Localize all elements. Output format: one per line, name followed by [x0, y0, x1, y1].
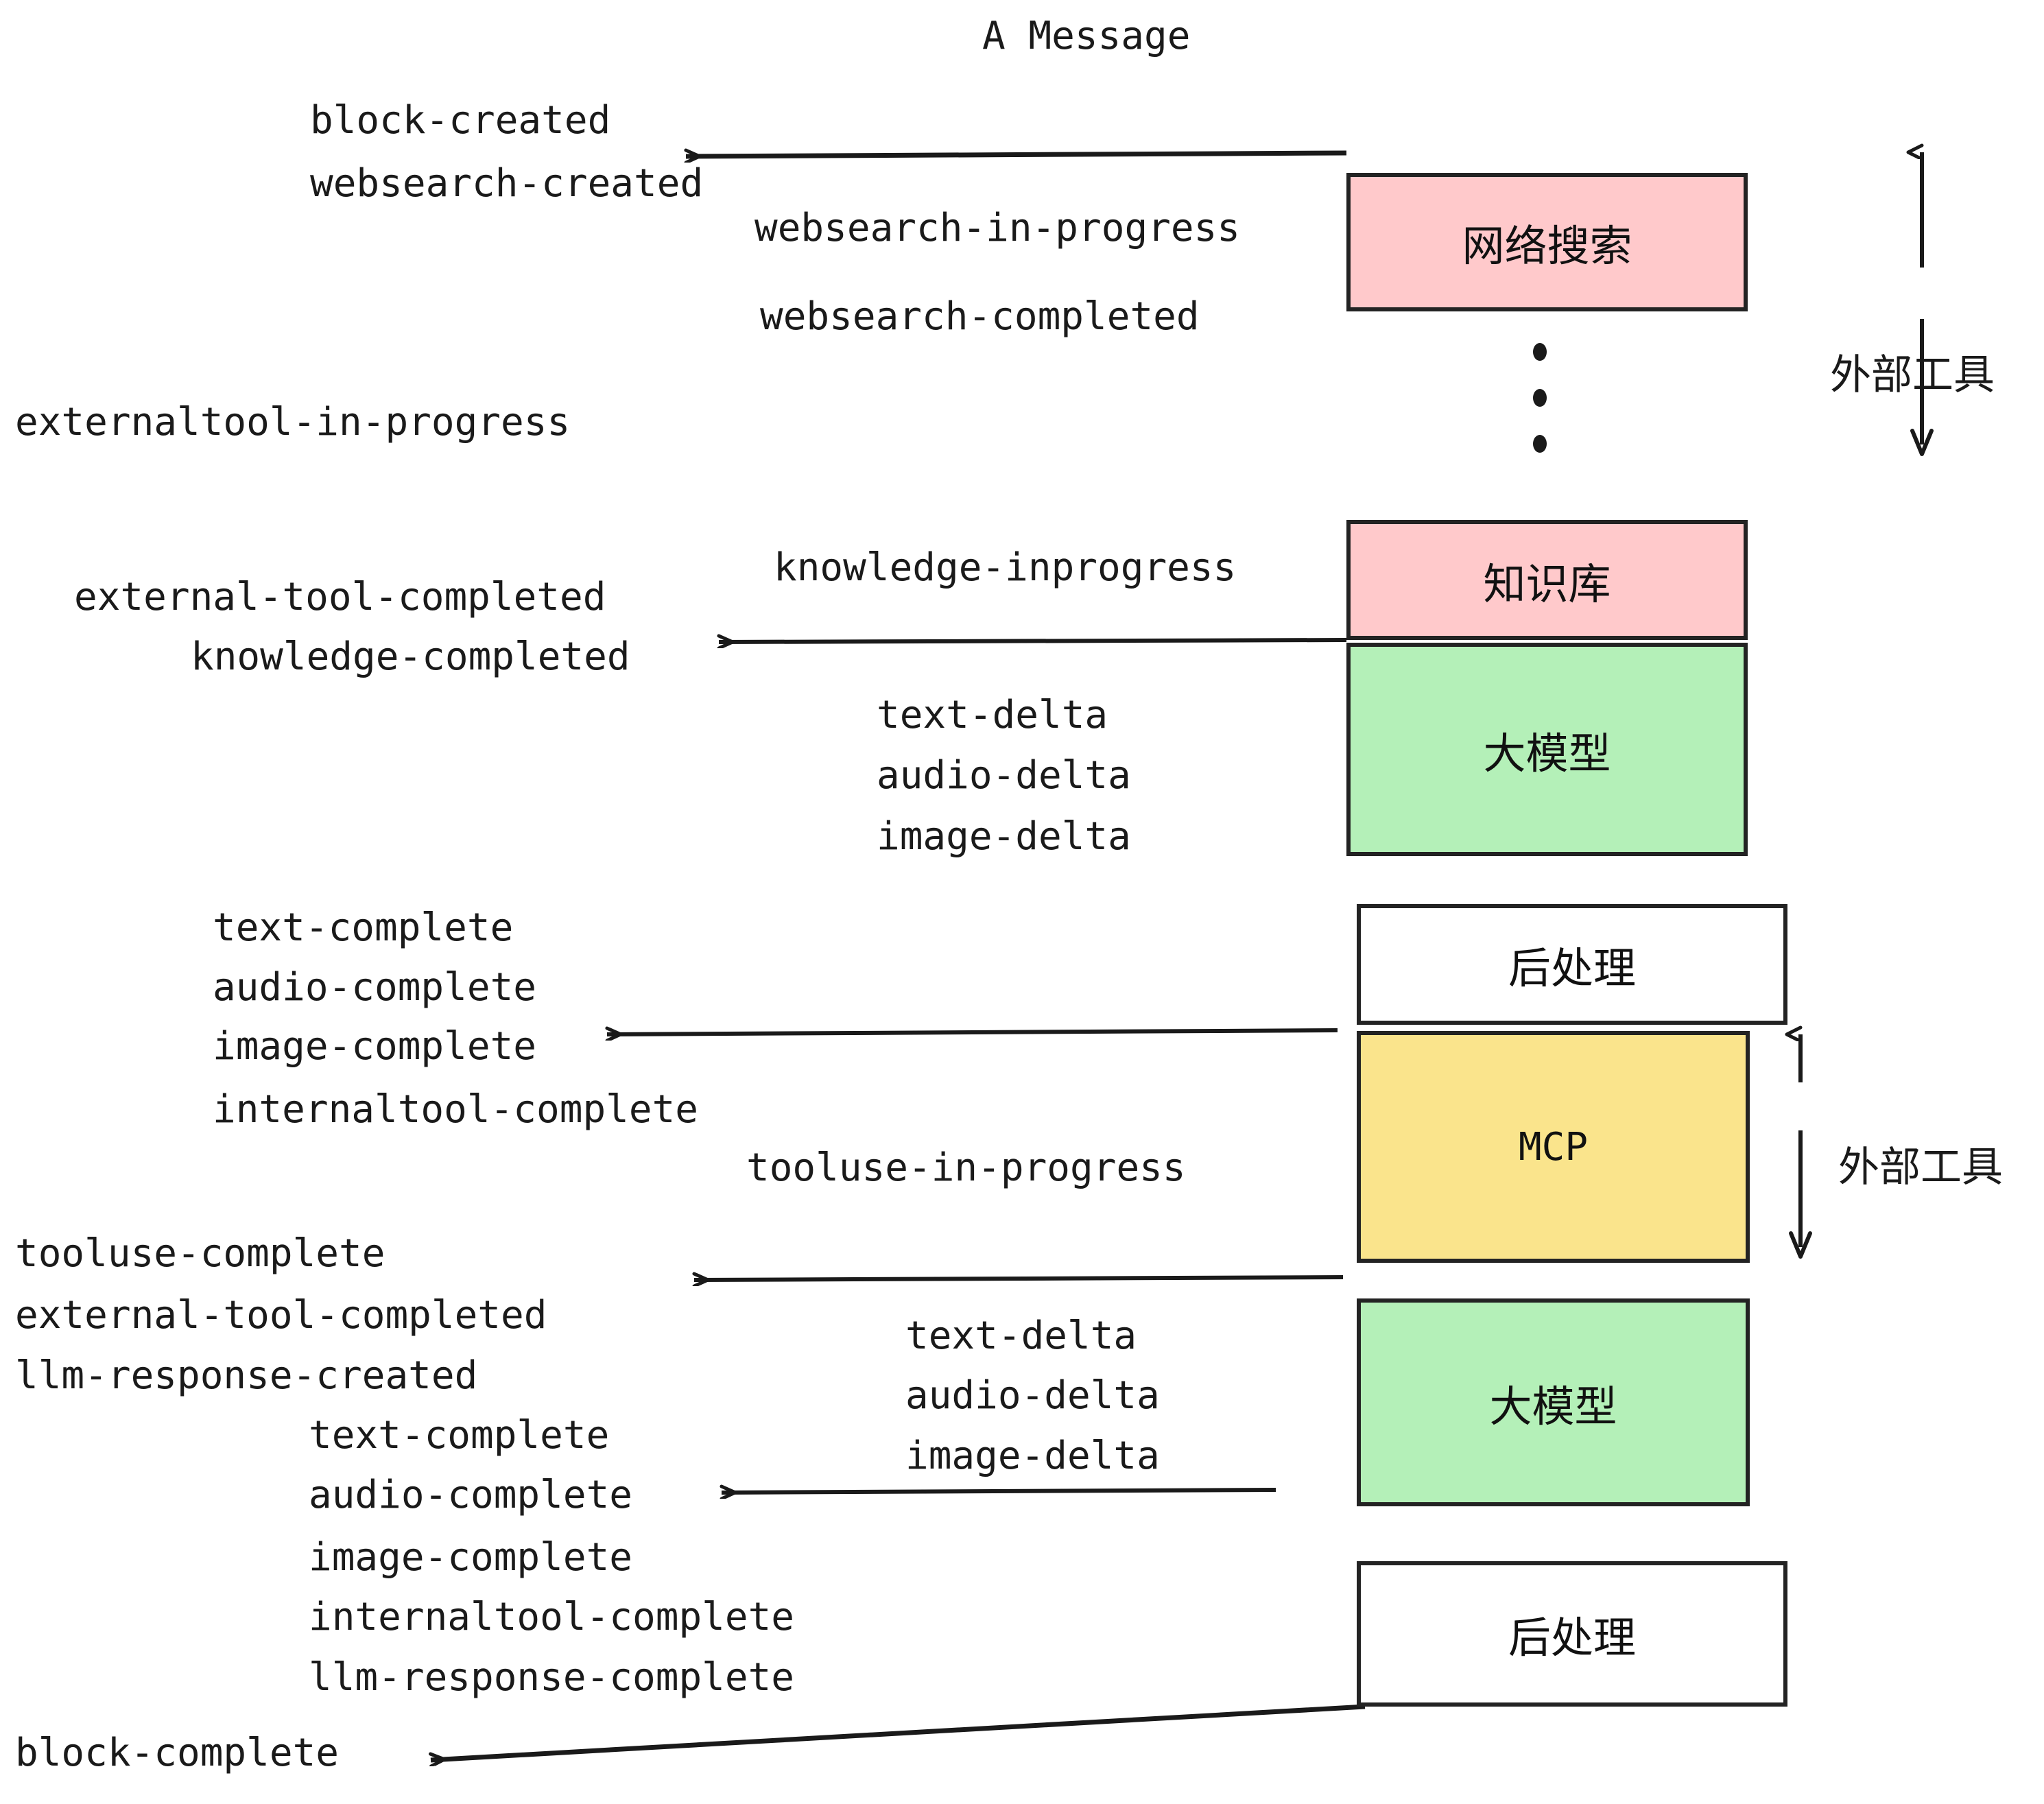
- node-postprocess-2-label: 后处理: [1508, 1613, 1636, 1663]
- node-knowledge-label: 知识库: [1483, 558, 1611, 609]
- event-image-complete-1: image-complete: [213, 1024, 537, 1069]
- arrow-tooluse-complete: [694, 1277, 1344, 1280]
- node-websearch[interactable]: 网络搜索: [1346, 173, 1748, 311]
- event-knowledge-inprogress: knowledge-inprogress: [774, 545, 1237, 590]
- node-mcp-label: MCP: [1518, 1124, 1589, 1170]
- event-knowledge-completed: knowledge-completed: [191, 634, 630, 679]
- event-websearch-completed: websearch-completed: [760, 294, 1200, 339]
- event-external-tool-completed-1: external-tool-completed: [74, 575, 606, 619]
- node-websearch-label: 网络搜索: [1462, 221, 1632, 271]
- external-tool-arrowhead-down-top: [1910, 429, 1934, 456]
- event-llm-response-created: llm-response-created: [15, 1353, 478, 1398]
- event-text-delta-1: text-delta: [877, 693, 1108, 737]
- event-image-delta-1: image-delta: [877, 814, 1131, 859]
- event-audio-complete-1: audio-complete: [213, 965, 537, 1010]
- node-knowledge[interactable]: 知识库: [1346, 520, 1748, 640]
- event-websearch-in-progress: websearch-in-progress: [754, 206, 1241, 250]
- event-external-tool-completed-2: external-tool-completed: [15, 1293, 547, 1338]
- event-llm-response-complete: llm-response-complete: [309, 1655, 795, 1700]
- diagram-title: A Message: [982, 14, 1191, 58]
- arrow-image-complete-1: [607, 1030, 1338, 1034]
- event-internaltool-complete-2: internaltool-complete: [309, 1595, 795, 1639]
- node-llm-2-label: 大模型: [1489, 1381, 1617, 1432]
- event-internaltool-complete-1: internaltool-complete: [213, 1087, 699, 1132]
- event-websearch-created: websearch-created: [310, 161, 704, 206]
- event-image-delta-2: image-delta: [905, 1434, 1160, 1478]
- event-tooluse-in-progress: tooluse-in-progress: [746, 1146, 1186, 1190]
- node-llm-2[interactable]: 大模型: [1357, 1298, 1750, 1506]
- node-mcp[interactable]: MCP: [1357, 1031, 1750, 1263]
- event-text-complete-1: text-complete: [213, 905, 514, 950]
- event-image-complete-2: image-complete: [309, 1535, 633, 1580]
- node-postprocess-1-label: 后处理: [1508, 943, 1636, 993]
- vertical-ellipsis: [1532, 343, 1547, 453]
- external-tool-label-top: 外部工具: [1830, 351, 1995, 399]
- external-tool-label-bottom: 外部工具: [1838, 1143, 2003, 1191]
- arrow-audio-complete-2: [722, 1490, 1276, 1493]
- ellipsis-dot: [1533, 343, 1547, 361]
- node-llm-1-label: 大模型: [1483, 728, 1611, 779]
- arrow-block-complete: [431, 1704, 1366, 1760]
- event-audio-delta-2: audio-delta: [905, 1373, 1160, 1418]
- event-audio-complete-2: audio-complete: [309, 1473, 633, 1517]
- event-block-complete: block-complete: [15, 1731, 340, 1775]
- event-externaltool-in-progress: externaltool-in-progress: [15, 400, 571, 444]
- node-postprocess-1[interactable]: 后处理: [1357, 904, 1787, 1025]
- node-postprocess-2[interactable]: 后处理: [1357, 1561, 1787, 1707]
- event-audio-delta-1: audio-delta: [877, 753, 1131, 798]
- ellipsis-dot: [1533, 435, 1547, 453]
- event-block-created: block-created: [310, 98, 611, 143]
- ellipsis-dot: [1533, 389, 1547, 407]
- event-text-delta-2: text-delta: [905, 1314, 1137, 1358]
- event-tooluse-complete: tooluse-complete: [15, 1231, 385, 1276]
- external-tool-arrowhead-down-bottom: [1789, 1231, 1812, 1259]
- event-text-complete-2: text-complete: [309, 1413, 610, 1458]
- node-llm-1[interactable]: 大模型: [1346, 643, 1748, 856]
- arrow-websearch-created: [686, 153, 1347, 156]
- arrow-knowledge-completed: [719, 640, 1347, 642]
